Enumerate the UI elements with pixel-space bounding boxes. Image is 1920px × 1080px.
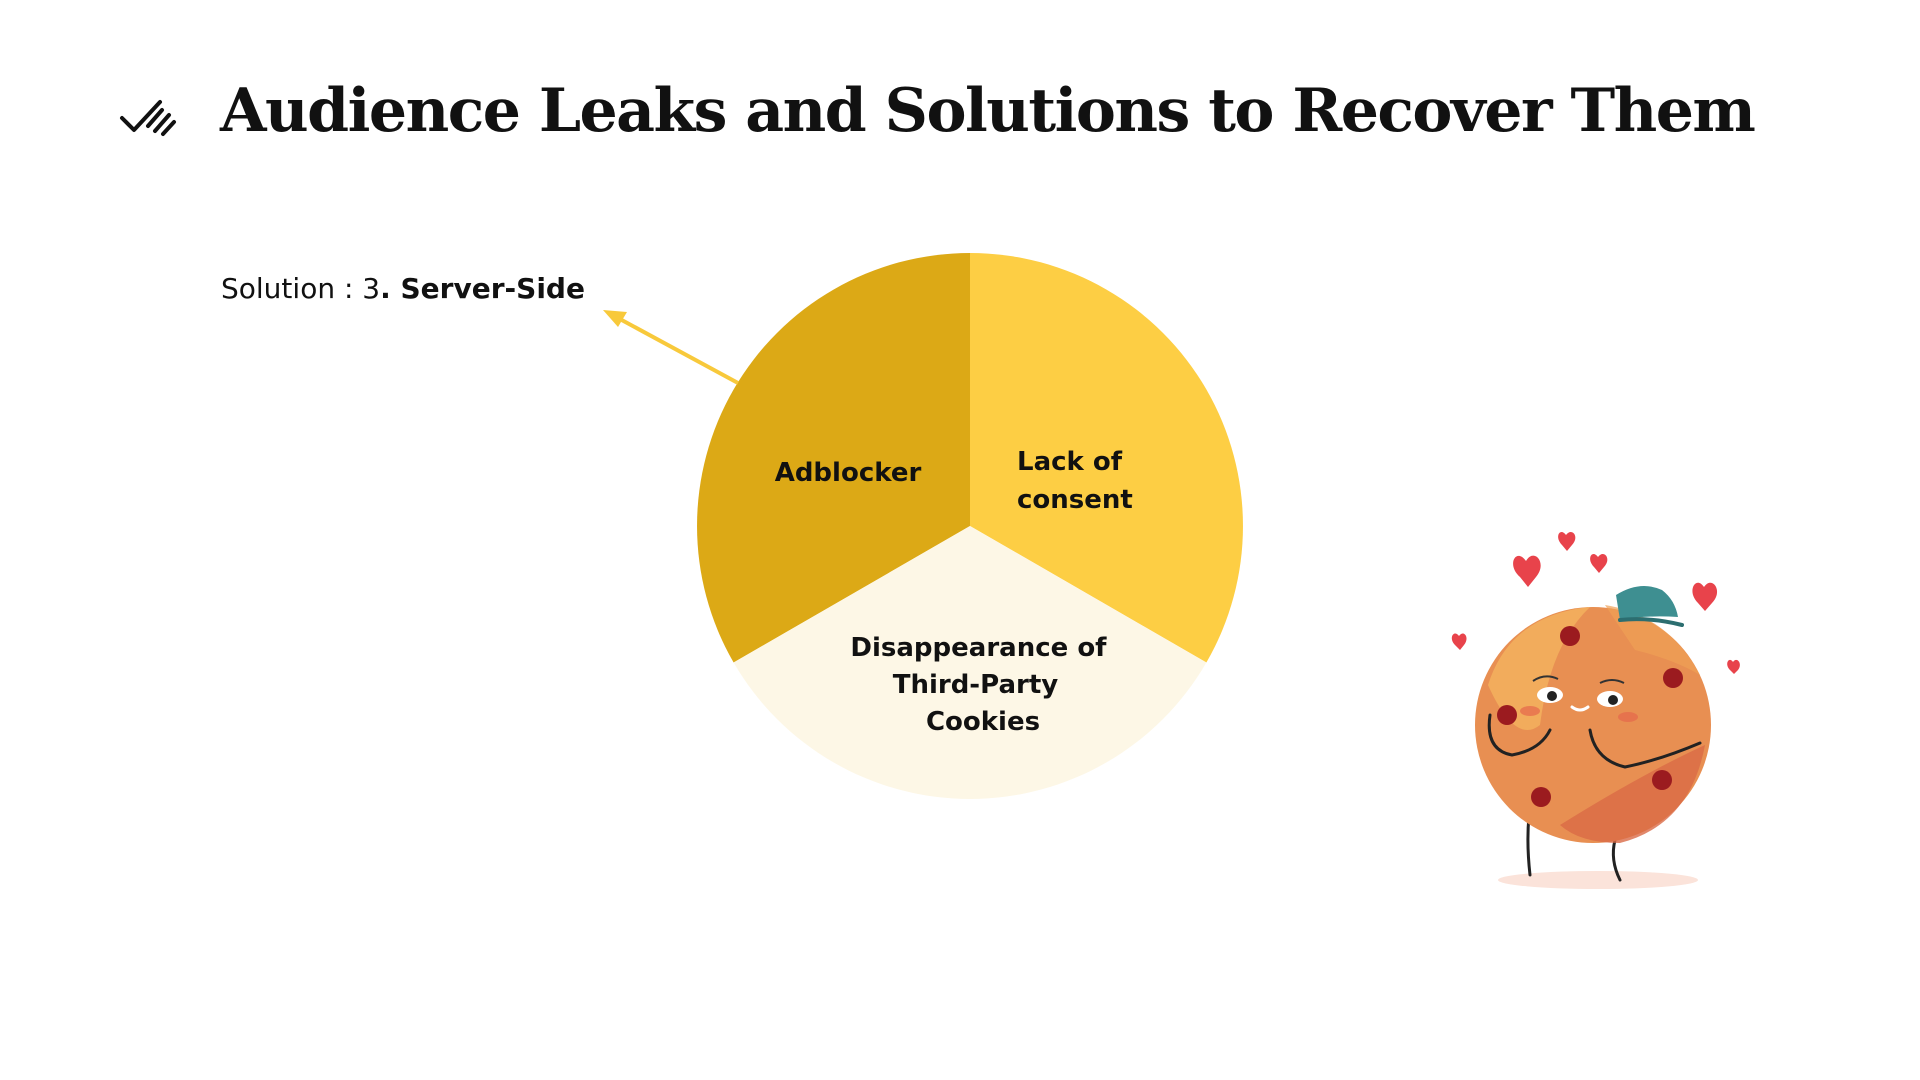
pie-label-third-party-cookies: Disappearance of Third-Party Cookies — [850, 633, 1115, 737]
solution-prefix: Solution : 3 — [221, 272, 381, 305]
page-title: Audience Leaks and Solutions to Recover … — [220, 76, 1756, 146]
pie-label-adblocker: Adblocker — [775, 458, 922, 488]
pie-slice-third-party-cookies — [733, 526, 1207, 799]
arrow-icon — [603, 310, 739, 385]
solution-label: Solution : 3. Server-Side — [221, 272, 585, 305]
pie-label-lack-of-consent: Lack of consent — [1017, 447, 1133, 515]
solution-name: . Server-Side — [380, 272, 585, 305]
cookie-mascot-icon — [1451, 532, 1740, 889]
pie-slice-adblocker — [697, 253, 970, 663]
pie-slice-lack-of-consent — [970, 253, 1243, 663]
double-check-icon — [120, 100, 176, 136]
